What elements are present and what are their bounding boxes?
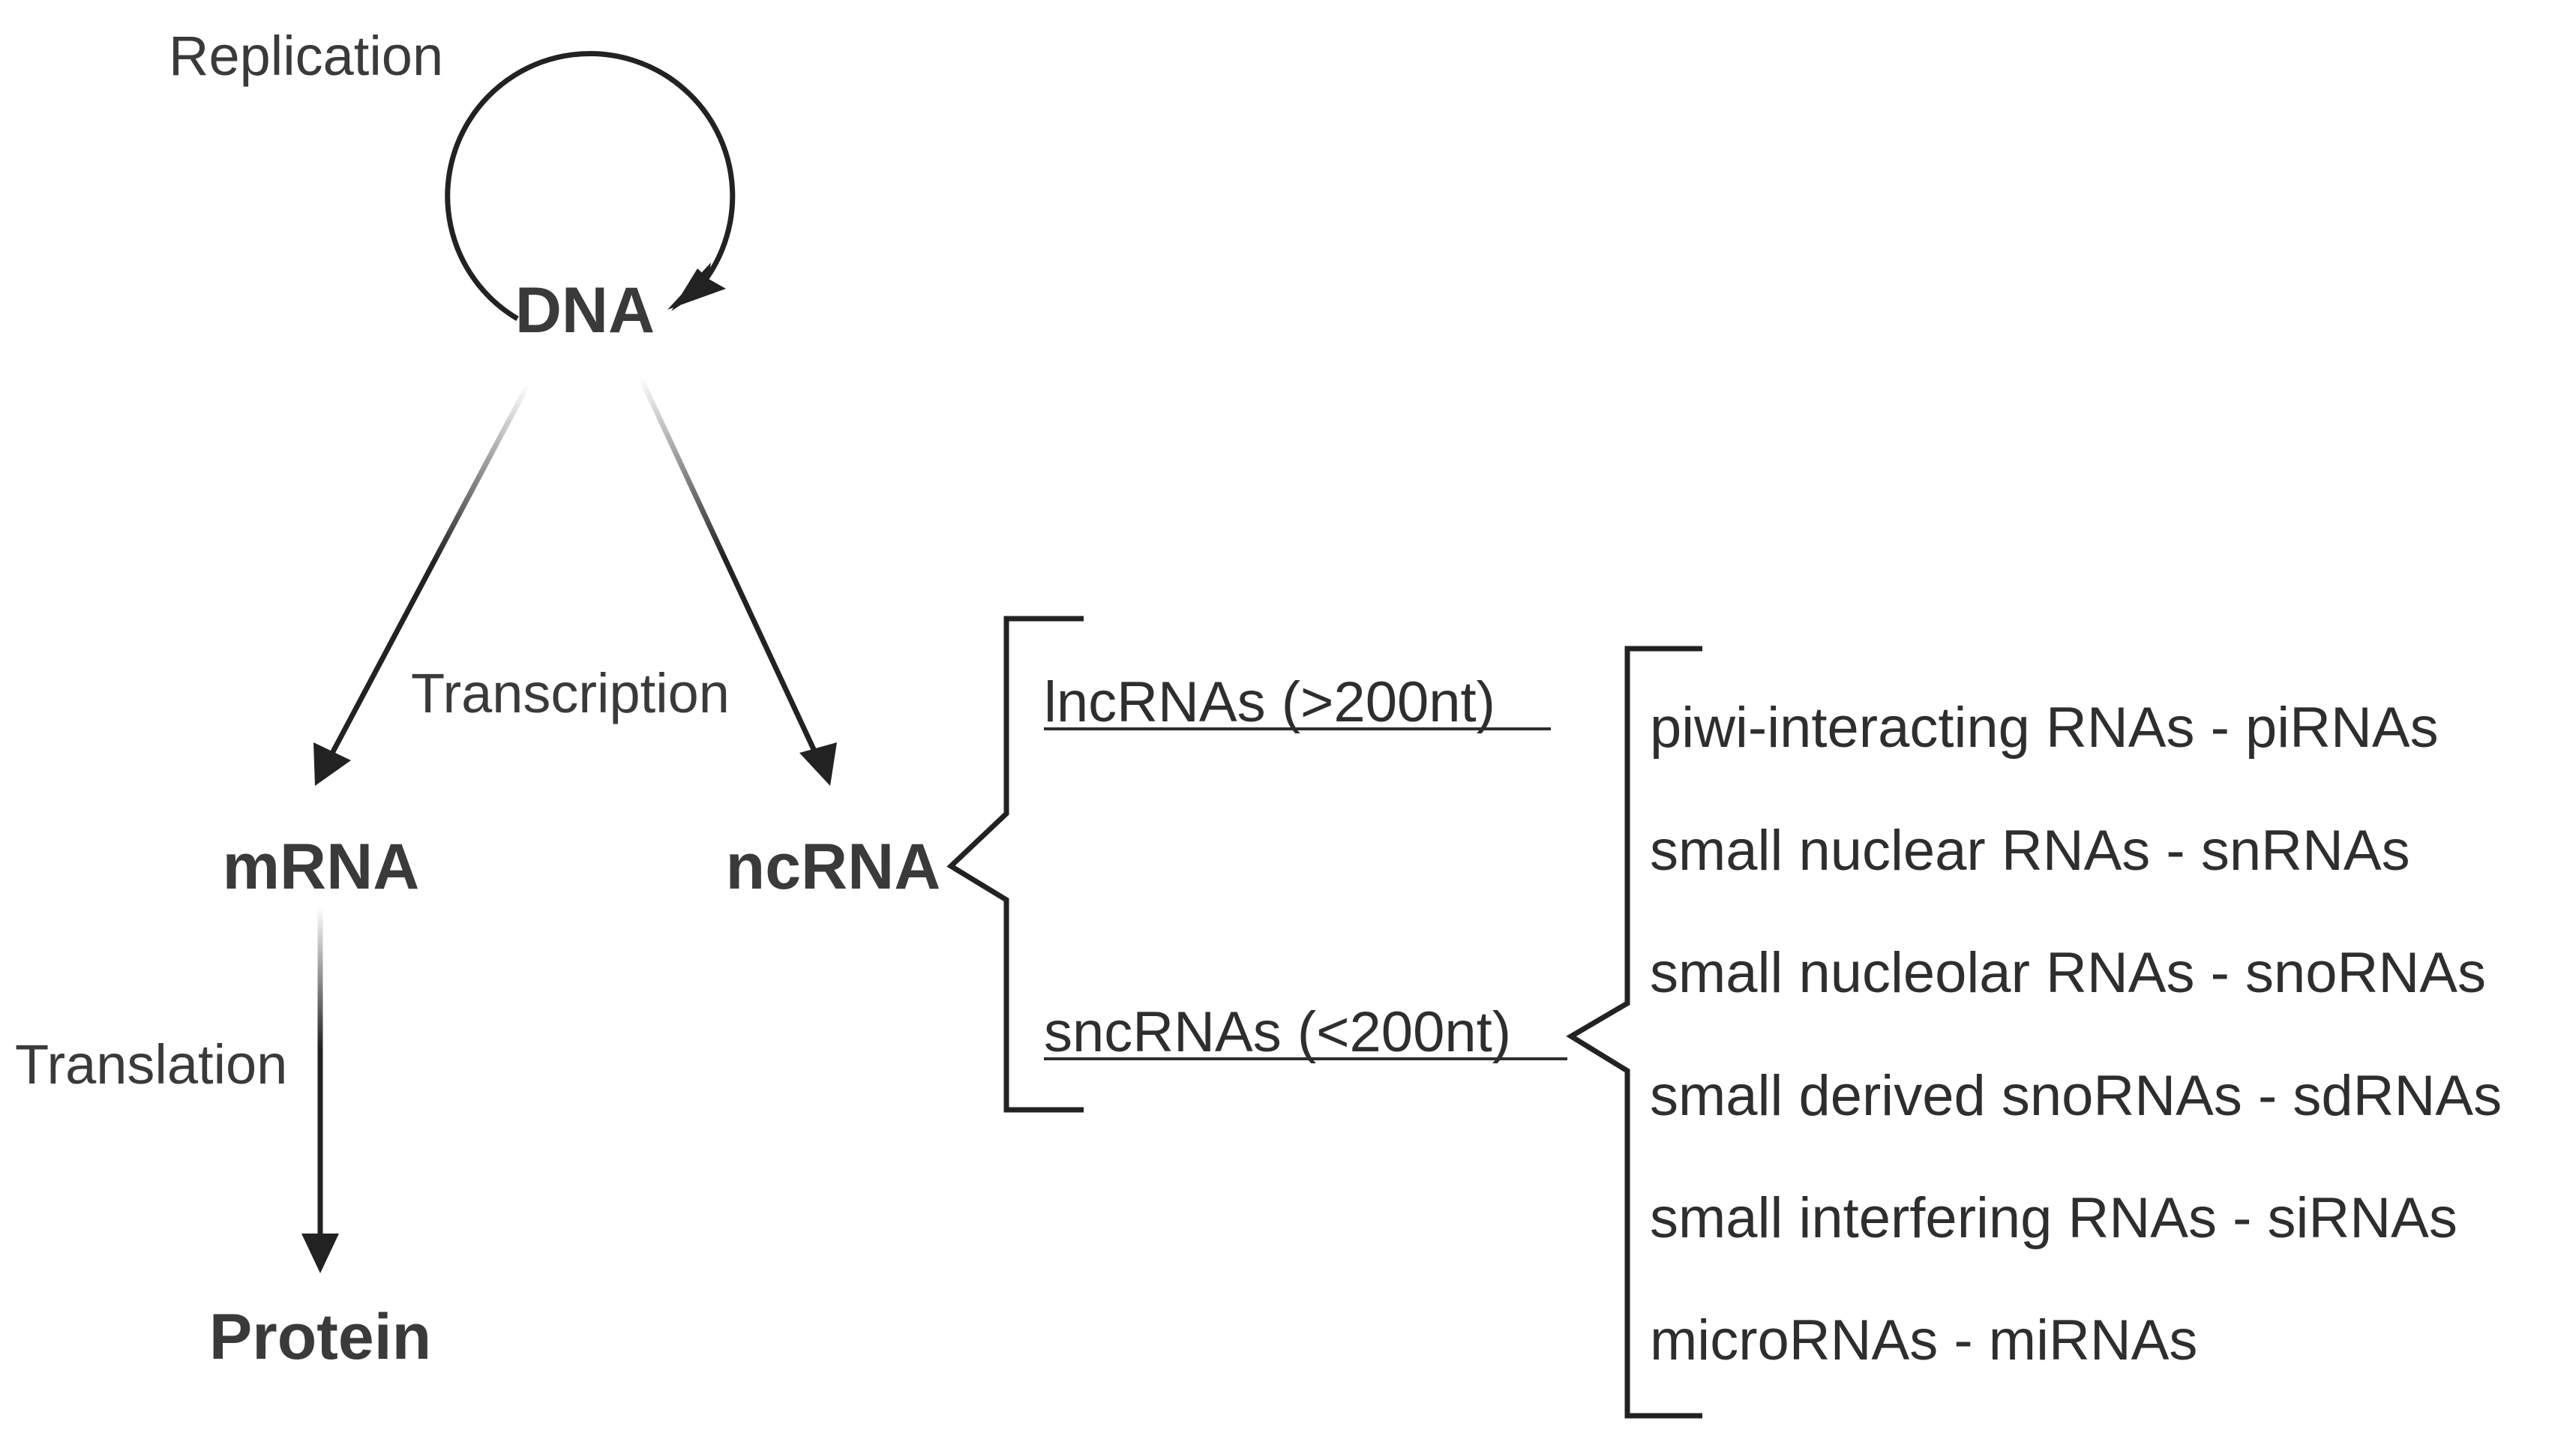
sncrna-type-item: piwi-interacting RNAs - piRNAs (1650, 696, 2439, 760)
sncrna-type-list: piwi-interacting RNAs - piRNAs small nuc… (1650, 696, 2502, 1372)
transcription-label: Transcription (411, 662, 730, 724)
transcription-arrow-to-mrna (313, 383, 531, 786)
sncrna-type-item: small derived snoRNAs - sdRNAs (1650, 1064, 2502, 1128)
ncrna-class-bracket (946, 616, 1084, 1113)
sncrna-class-label: sncRNAs (<200nt) (1044, 1000, 1511, 1064)
sncrna-type-bracket (1566, 646, 1702, 1419)
sncrna-type-item: small nuclear RNAs - snRNAs (1650, 819, 2410, 883)
transcription-arrow-to-ncrna (637, 376, 837, 786)
translation-arrow (301, 907, 339, 1273)
ncrna-node: ncRNA (726, 831, 941, 903)
sncrna-type-item: small nucleolar RNAs - snoRNAs (1650, 941, 2486, 1005)
translation-label: Translation (15, 1033, 287, 1096)
sncrna-type-item: small interfering RNAs - siRNAs (1650, 1186, 2458, 1250)
mrna-node: mRNA (223, 831, 420, 903)
protein-node: Protein (209, 1301, 431, 1373)
replication-arrowhead (667, 262, 726, 310)
replication-label: Replication (169, 25, 443, 87)
sncrna-type-item: microRNAs - miRNAs (1650, 1309, 2197, 1372)
dna-node: DNA (515, 274, 655, 346)
lncrna-class-label: lncRNAs (>200nt) (1044, 670, 1495, 734)
